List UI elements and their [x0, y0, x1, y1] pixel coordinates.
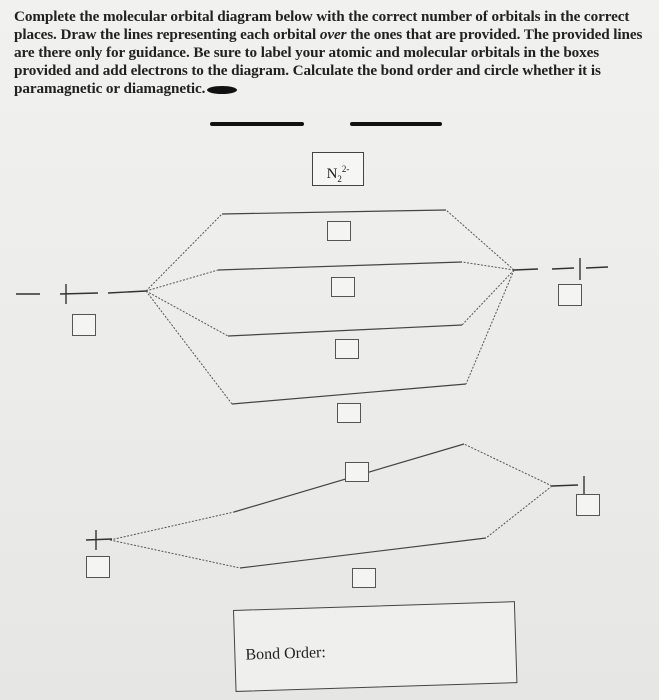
- corr-r2s-1: [463, 443, 553, 487]
- mo-line-4: [231, 383, 467, 405]
- molecule-formula-box[interactable]: N22-: [312, 152, 364, 186]
- label-box-mo-3[interactable]: [335, 339, 359, 359]
- label-box-mo-5[interactable]: [345, 462, 369, 482]
- label-box-mo-2[interactable]: [331, 277, 355, 297]
- corr-l2s-2: [109, 539, 241, 569]
- mo-line-3: [227, 324, 463, 337]
- corr-r2p-2: [461, 261, 515, 271]
- molecule-charge: 2-: [341, 164, 350, 174]
- label-box-right-2p[interactable]: [558, 284, 582, 306]
- bond-order-label: Bond Order:: [245, 644, 327, 664]
- label-box-mo-1[interactable]: [327, 221, 351, 241]
- atomic-r2p-3: [585, 266, 609, 269]
- corr-r2p-1: [445, 209, 515, 271]
- atomic-r2p-2: [551, 267, 575, 270]
- corr-r2s-2: [485, 485, 553, 539]
- molecule-subscript: 2: [337, 174, 342, 184]
- mo-line-1: [221, 209, 447, 215]
- ink-rule-right: [350, 122, 442, 126]
- molecule-base: N: [326, 166, 338, 182]
- instructions-text: Complete the molecular orbital diagram b…: [14, 8, 654, 98]
- label-box-mo-6[interactable]: [352, 568, 376, 588]
- label-box-left-2p[interactable]: [72, 314, 96, 336]
- atomic-l2s: [85, 538, 113, 541]
- label-box-mo-4[interactable]: [337, 403, 361, 423]
- corr-l2p-2: [145, 269, 219, 292]
- corr-r2p-3: [461, 269, 515, 326]
- mo-line-2: [217, 261, 463, 271]
- scribble-mark: [207, 85, 238, 94]
- atomic-r2p-1: [513, 268, 539, 271]
- corr-r2p-4: [465, 269, 515, 385]
- corr-l2p-4: [145, 290, 233, 405]
- bond-order-box[interactable]: Bond Order:: [233, 601, 518, 692]
- instructions-emphasis: over: [319, 26, 347, 43]
- corr-l2s-1: [109, 511, 235, 541]
- atomic-l2p-3: [107, 290, 147, 294]
- label-box-right-2s[interactable]: [576, 494, 600, 516]
- instructions-part2: the ones that are provided. The provided…: [14, 26, 643, 97]
- ink-rule-left: [210, 122, 304, 126]
- instructions-part1: Complete the molecular orbital diagram b…: [14, 8, 630, 43]
- atomic-r2s: [551, 484, 579, 487]
- corr-l2p-3: [145, 290, 229, 337]
- mo-line-6: [239, 537, 487, 569]
- label-box-left-2s[interactable]: [86, 556, 110, 578]
- corr-l2p-1: [145, 213, 223, 292]
